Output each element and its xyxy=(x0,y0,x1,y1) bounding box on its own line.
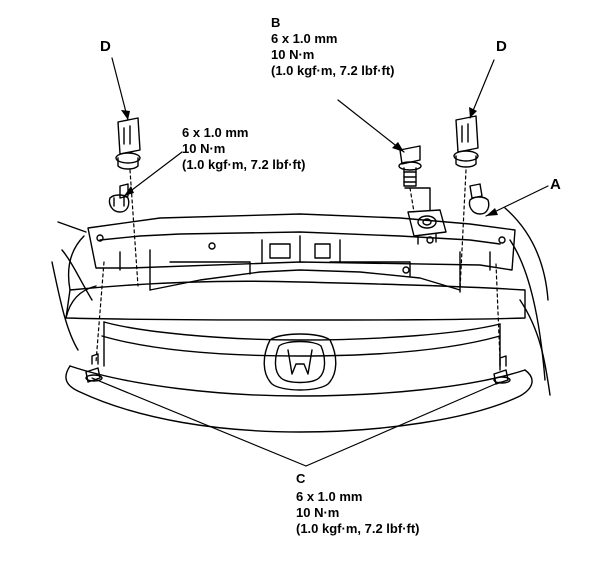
label-b-letter: B xyxy=(271,15,281,30)
label-d-right: D xyxy=(496,38,507,55)
label-mid-size: 6 x 1.0 mm xyxy=(182,125,249,140)
bolt-c-left-icon xyxy=(85,353,103,383)
label-a: A xyxy=(550,176,561,193)
bolt-right-icon xyxy=(468,196,490,215)
label-b-alt: (1.0 kgf·m, 7.2 lbf·ft) xyxy=(271,63,395,78)
clip-d-right-icon xyxy=(453,115,483,199)
grille-assembly xyxy=(65,280,533,433)
upper-bracket xyxy=(87,213,516,293)
label-c-size: 6 x 1.0 mm xyxy=(296,489,363,504)
label-mid-torque: 10 N·m xyxy=(182,141,226,156)
clip-d-left-icon xyxy=(115,117,141,199)
leader-lines xyxy=(91,57,549,467)
label-c-torque: 10 N·m xyxy=(296,505,340,520)
emblem xyxy=(263,333,337,391)
label-c-alt: (1.0 kgf·m, 7.2 lbf·ft) xyxy=(296,521,420,536)
label-c-letter: C xyxy=(296,471,306,486)
label-mid-alt: (1.0 kgf·m, 7.2 lbf·ft) xyxy=(182,157,306,172)
label-b-torque: 10 N·m xyxy=(271,47,315,62)
bolt-b-icon xyxy=(398,145,422,187)
bolt-c-right-icon xyxy=(493,355,511,385)
label-d-left: D xyxy=(100,38,111,55)
label-b-size: 6 x 1.0 mm xyxy=(271,31,338,46)
bolt-mid-icon xyxy=(108,194,130,213)
body-panel-lines xyxy=(51,207,551,396)
arrowheads xyxy=(121,107,498,216)
hood-latch xyxy=(404,187,447,245)
